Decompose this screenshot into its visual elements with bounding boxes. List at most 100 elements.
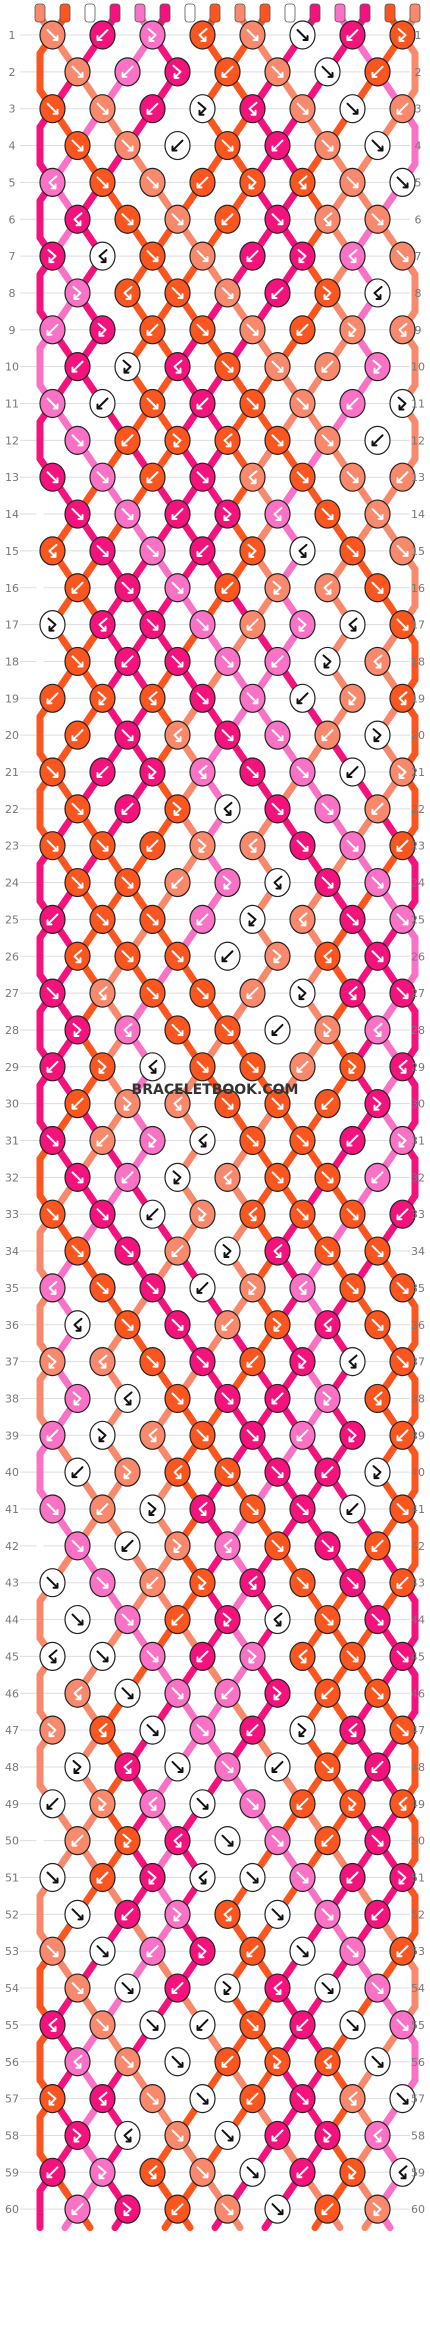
knot [164, 2194, 191, 2224]
knot-arrow-icon [321, 1097, 334, 1110]
knot-circle [64, 2047, 91, 2077]
knot [139, 683, 166, 713]
knot-arrow-icon [322, 1022, 332, 1037]
knot [339, 1715, 366, 1745]
knot [314, 941, 341, 971]
knot-circle [214, 794, 241, 824]
knot-arrow-icon [347, 1428, 357, 1443]
knot-arrow-icon [246, 1060, 259, 1073]
knot [314, 1826, 341, 1856]
knot-arrow-icon [72, 1022, 82, 1037]
knot-circle [114, 1015, 141, 1045]
knot-circle [164, 57, 191, 87]
knot-arrow-icon [171, 1982, 184, 1995]
knot-arrow-icon [271, 1097, 284, 1110]
row-number: 58 [411, 2129, 425, 2142]
knot [189, 536, 216, 566]
knot-arrow-icon [323, 1317, 333, 1332]
knot [239, 1125, 266, 1156]
knot [314, 1604, 341, 1635]
knot [39, 167, 66, 197]
knot [314, 1015, 341, 1045]
knot [89, 315, 116, 345]
knot-arrow-icon [272, 1317, 282, 1332]
knot-circle [189, 1936, 216, 1966]
knot-circle [189, 1125, 216, 1156]
knot [64, 573, 91, 603]
row-number: 57 [5, 2093, 19, 2106]
knot-arrow-icon [346, 1871, 359, 1884]
knot-arrow-icon [296, 397, 309, 410]
knot [139, 1420, 166, 1450]
knot [314, 1162, 341, 1192]
knot-circle [314, 204, 341, 234]
knot [389, 241, 416, 271]
knot [264, 2120, 291, 2151]
knot-circle [214, 1162, 241, 1192]
knot [364, 867, 391, 898]
knot-arrow-icon [321, 876, 334, 889]
knot [339, 2010, 366, 2040]
knot [389, 1494, 416, 1524]
knot [39, 20, 66, 50]
knot-arrow-icon [146, 2092, 159, 2105]
knot [64, 1310, 91, 1340]
knot [389, 2084, 416, 2114]
knot [314, 499, 341, 529]
knot-arrow-icon [71, 1466, 84, 1479]
knot-arrow-icon [121, 1245, 134, 1258]
knot [164, 867, 191, 898]
knot-arrow-icon [346, 1281, 359, 1294]
knot-arrow-icon [98, 986, 108, 1001]
knot [39, 1936, 66, 1966]
knot [314, 1973, 341, 2003]
knot-arrow-icon [296, 1060, 309, 1073]
knot-circle [139, 1862, 166, 1893]
knot-arrow-icon [46, 471, 59, 484]
knot [114, 1973, 141, 2003]
knot [89, 1494, 116, 1524]
knot-arrow-icon [47, 1354, 57, 1369]
knot [364, 2120, 391, 2151]
knot-arrow-icon [322, 285, 332, 300]
knot-arrow-icon [146, 1281, 159, 1294]
knot-arrow-icon [73, 2054, 83, 2069]
knot-arrow-icon [347, 691, 357, 706]
knot [214, 2194, 241, 2224]
knot-arrow-icon [148, 1059, 158, 1074]
knot-arrow-icon [97, 1428, 107, 1443]
knot-arrow-icon [96, 1871, 109, 1884]
top-strand-labels [34, 3, 421, 23]
knot [114, 1383, 141, 1414]
knot-arrow-icon [197, 1575, 207, 1590]
knot-circle [239, 167, 266, 197]
knot-arrow-icon [271, 139, 284, 152]
row-number: 4 [415, 140, 422, 153]
knot-circle [239, 94, 266, 124]
knot [114, 204, 141, 234]
knot-arrow-icon [121, 65, 134, 78]
row-number: 36 [5, 1319, 19, 1332]
knot-arrow-icon [171, 2129, 184, 2142]
knot [364, 646, 391, 677]
knot [289, 978, 316, 1008]
knot-arrow-icon [321, 139, 334, 152]
knot-arrow-icon [371, 2055, 384, 2068]
knot [289, 1862, 316, 1893]
knot [214, 794, 241, 824]
knot-arrow-icon [296, 102, 309, 115]
row-number: 5 [9, 176, 16, 189]
knot-arrow-icon [296, 839, 309, 852]
knot-arrow-icon [171, 1613, 184, 1626]
knot [39, 1125, 66, 1156]
knot [389, 1568, 416, 1598]
knot [264, 1089, 291, 1119]
knot [139, 2010, 166, 2040]
knot [364, 1604, 391, 1635]
knot [164, 1236, 191, 1266]
knot [139, 1715, 166, 1745]
knot-arrow-icon [146, 323, 159, 336]
row-number: 37 [411, 1356, 425, 1369]
row-number: 13 [411, 471, 425, 484]
knot-arrow-icon [173, 1465, 183, 1480]
